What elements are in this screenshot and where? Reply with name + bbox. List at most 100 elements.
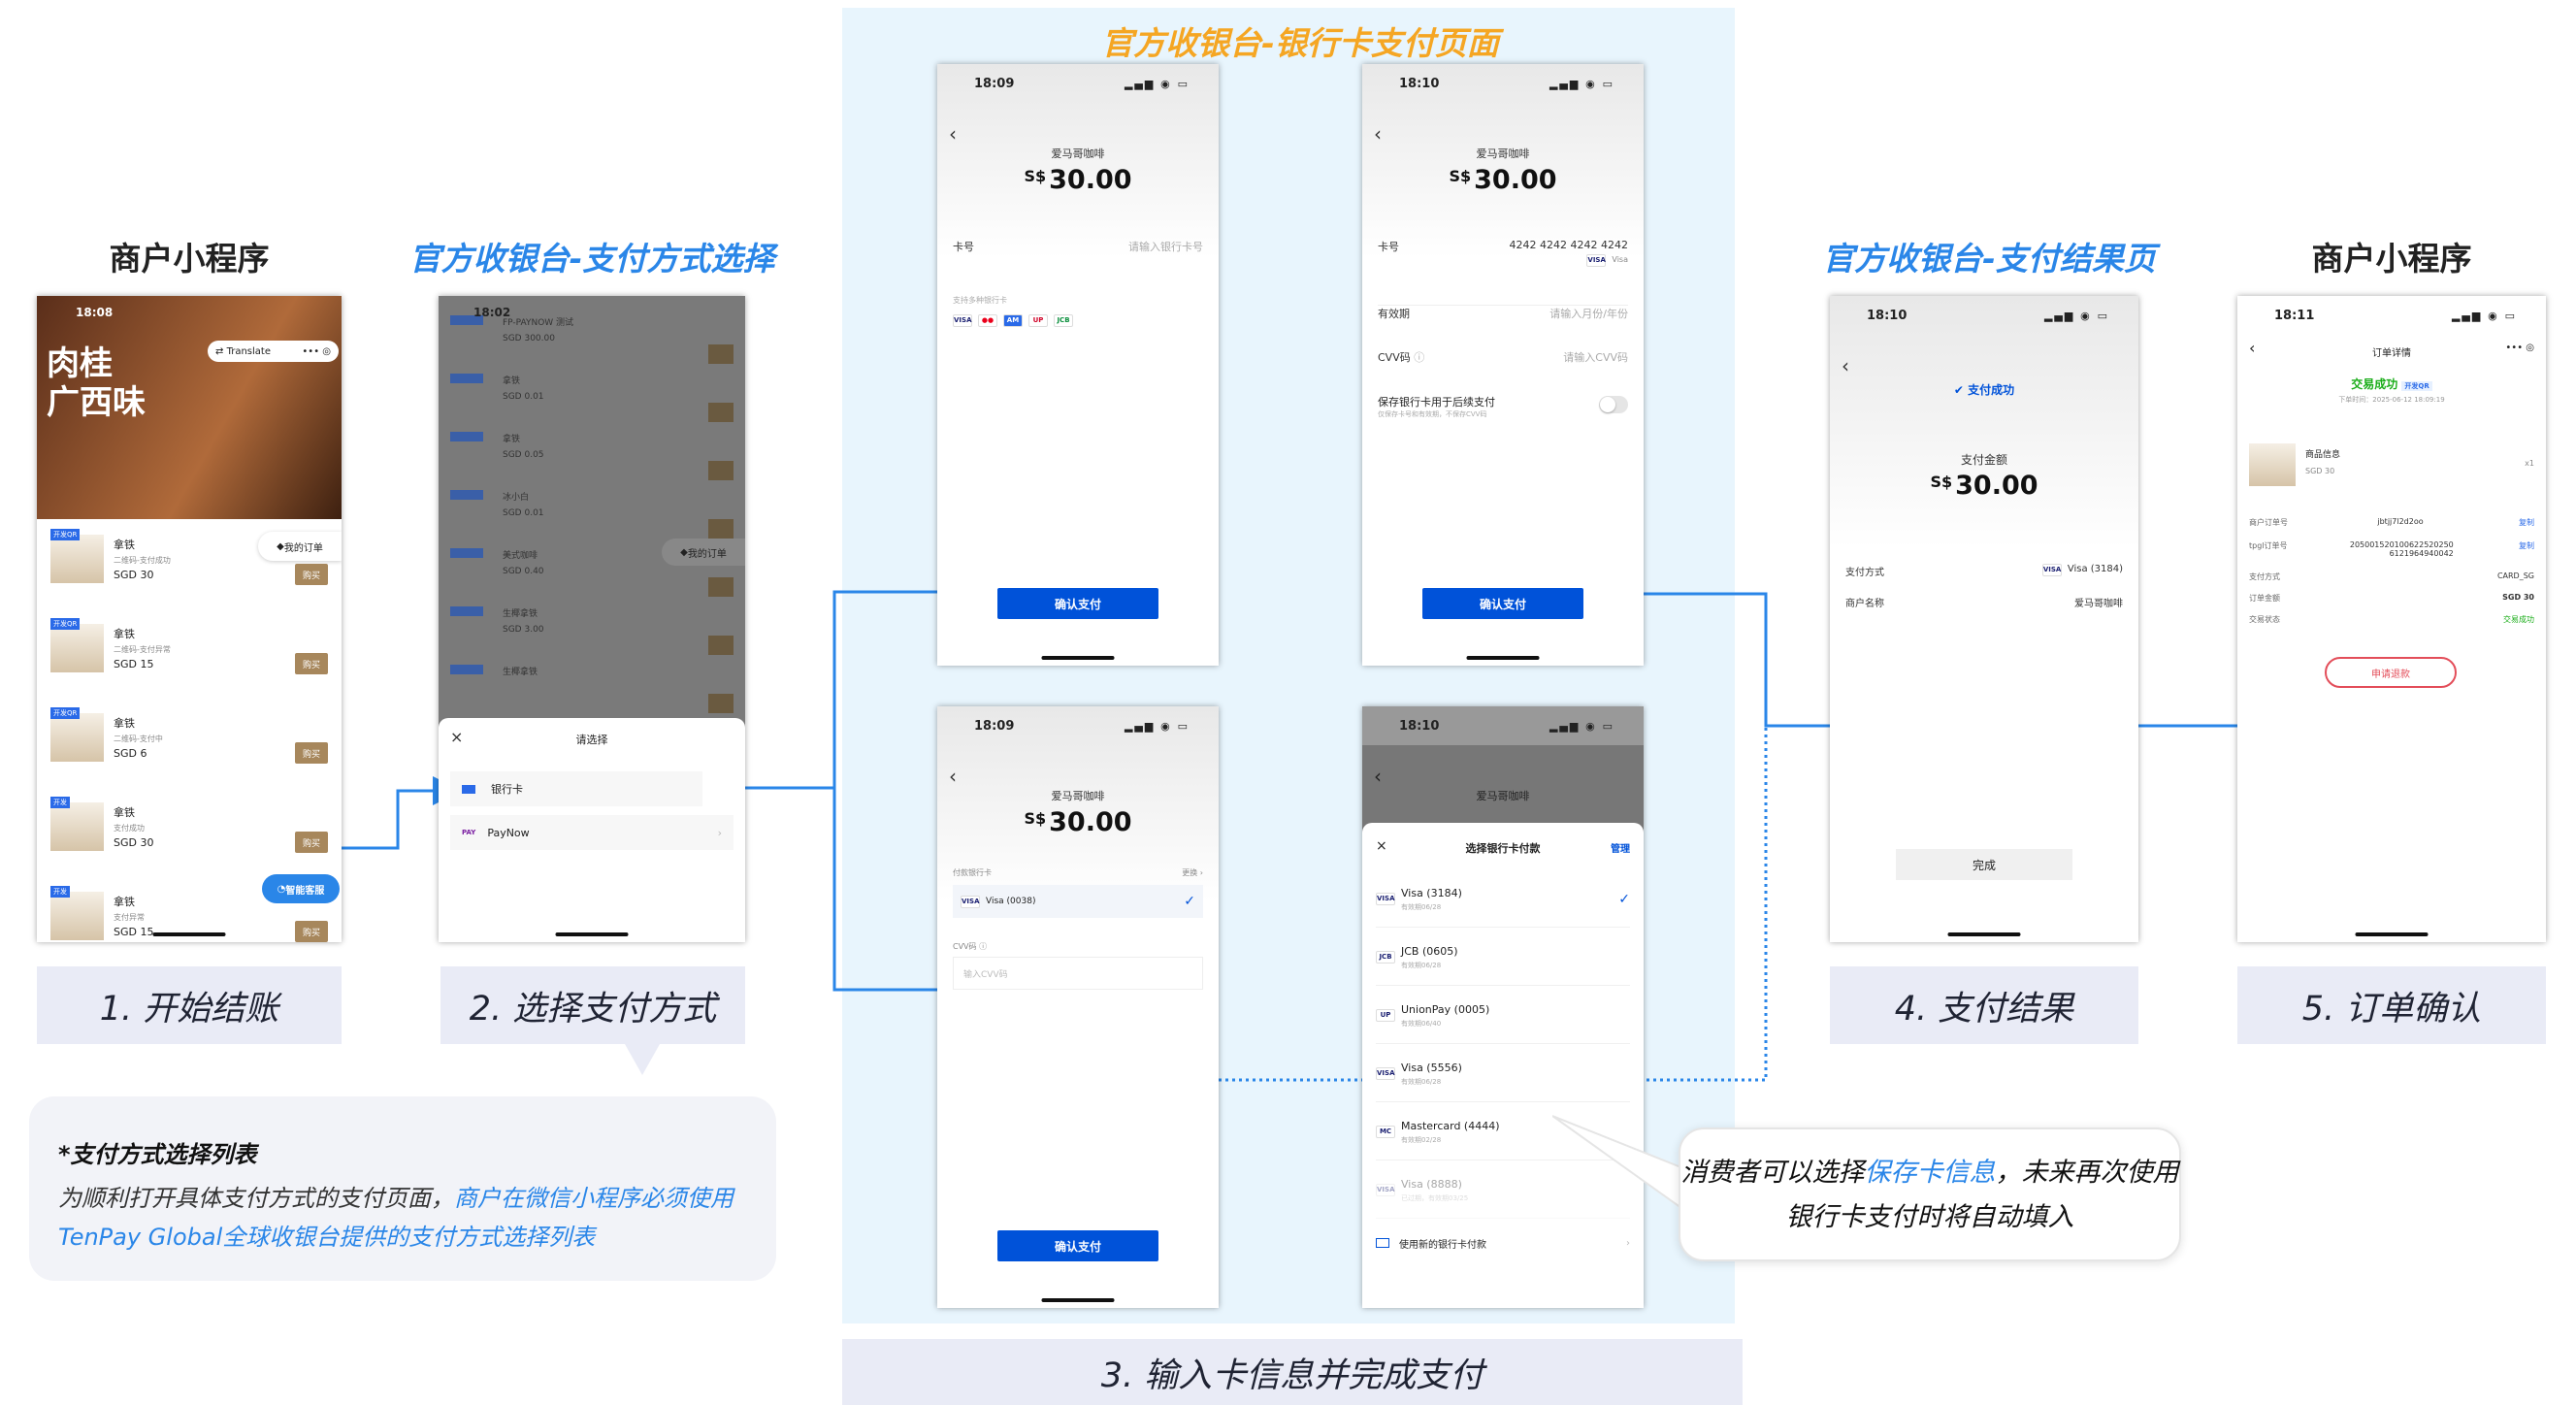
back-icon[interactable]: ‹ xyxy=(1374,765,1382,788)
new-card-row[interactable]: 使用新的银行卡付款› xyxy=(1376,1228,1630,1258)
done-button[interactable]: 完成 xyxy=(1896,849,2072,880)
card-number-row[interactable]: 卡号请输入银行卡号 xyxy=(953,239,1203,254)
card-info: Visa (8888)已过期，有效期03/25 xyxy=(1401,1178,1468,1203)
back-icon[interactable]: ‹ xyxy=(2249,339,2256,357)
confirm-pay-button[interactable]: 确认支付 xyxy=(1422,588,1583,619)
back-icon[interactable]: ‹ xyxy=(1842,354,1849,377)
order-icon: ◆ xyxy=(277,540,284,552)
manage-link[interactable]: 管理 xyxy=(1611,844,1630,855)
note-body-highlight: 商户在微信小程序必须使用TenPay Global全球收银台提供的支付方式选择列… xyxy=(58,1185,734,1251)
buy-button[interactable]: 购买 xyxy=(295,653,328,674)
buy-button[interactable] xyxy=(708,636,734,655)
status-icons: ▂▄▆ ◉ ▭ xyxy=(1549,719,1614,733)
change-card-link[interactable]: 更换 › xyxy=(1182,868,1203,877)
banner-image xyxy=(37,296,342,519)
more-icon[interactable]: ••• ◎ xyxy=(2505,343,2534,353)
product-name: 拿铁 xyxy=(114,896,135,908)
translate-button[interactable]: ⇄ Translate xyxy=(215,345,271,357)
list-item: 生椰拿铁 xyxy=(450,665,734,713)
buy-button[interactable] xyxy=(708,403,734,422)
status-time: 18:02 xyxy=(473,306,511,319)
buy-button[interactable]: 购买 xyxy=(295,921,328,942)
product-name: 拿铁 xyxy=(114,717,135,730)
status-tag: 开发QR xyxy=(2401,381,2432,391)
mini-program-capsule[interactable]: ⇄ Translate ••• ◎ xyxy=(208,341,339,362)
card-info: Visa (5556)有效期06/28 xyxy=(1401,1062,1462,1087)
save-card-callout: 消费者可以选择保存卡信息，未来再次使用银行卡支付时将自动填入 xyxy=(1679,1127,2181,1261)
buy-button[interactable]: 购买 xyxy=(295,832,328,853)
buy-button[interactable] xyxy=(708,694,734,713)
card-name: UnionPay (0005) xyxy=(1401,1002,1490,1016)
pay-amount: S$30.00 xyxy=(1362,165,1644,195)
smart-service-label: 智能客服 xyxy=(285,885,325,897)
banner-text-1: 肉桂 xyxy=(47,344,113,383)
check-circle-icon: ✔ xyxy=(1953,383,1969,397)
buy-button[interactable]: 购买 xyxy=(295,742,328,764)
my-orders-button[interactable]: ◆ 我的订单 xyxy=(662,539,745,566)
cvv-input[interactable]: 输入CVV码 xyxy=(953,957,1203,990)
card-logo-icon: VISA xyxy=(1376,1067,1395,1080)
buy-button[interactable] xyxy=(708,344,734,364)
copy-button[interactable]: 复制 xyxy=(2518,541,2534,550)
my-orders-button[interactable]: ◆ 我的订单 xyxy=(258,532,342,561)
chat-icon: ◔ xyxy=(277,883,286,895)
product-name: 拿铁 xyxy=(114,806,135,819)
smart-service-button[interactable]: ◔ 智能客服 xyxy=(262,874,340,903)
refund-button[interactable]: 申请退款 xyxy=(2325,657,2457,688)
copy-button[interactable]: 复制 xyxy=(2519,518,2534,527)
status-bar: 18:10 ▂▄▆ ◉ ▭ xyxy=(1362,706,1644,745)
close-icon[interactable]: × xyxy=(1376,838,1387,854)
card-logo-icon: VISA xyxy=(1376,893,1395,905)
option-bank-card[interactable]: 银行卡 xyxy=(450,771,702,806)
save-card-label: 保存银行卡用于后续支付 xyxy=(1378,396,1495,408)
status-time: 18:11 xyxy=(2274,308,2315,323)
cvv-placeholder: 请输入CVV码 xyxy=(1563,351,1628,364)
option-bank-card-label: 银行卡 xyxy=(491,783,523,796)
buy-button[interactable] xyxy=(708,519,734,539)
amount-value: 30.00 xyxy=(1049,807,1132,837)
status-time: 18:08 xyxy=(76,306,114,319)
more-icon[interactable]: ••• ◎ xyxy=(302,345,331,357)
status-icons: ▂▄▆ ◉ ▭ xyxy=(2043,309,2109,322)
back-icon[interactable]: ‹ xyxy=(949,122,957,146)
save-card-toggle[interactable] xyxy=(1599,396,1628,413)
amount-value: 30.00 xyxy=(1049,165,1132,195)
buy-button[interactable] xyxy=(708,577,734,597)
confirm-pay-button[interactable]: 确认支付 xyxy=(997,588,1158,619)
confirm-pay-button[interactable]: 确认支付 xyxy=(997,1230,1158,1261)
order-info-value: CARD_SG xyxy=(2496,572,2534,580)
saved-card-item[interactable]: VISA Visa (5556)有效期06/28 xyxy=(1376,1046,1630,1102)
heading-result-page: 官方收银台-支付结果页 xyxy=(1822,240,2156,278)
status-time: 18:10 xyxy=(1399,718,1440,734)
order-info-label: 商户订单号 xyxy=(2249,518,2288,527)
product-thumbnail: 开发 xyxy=(50,886,104,940)
buy-button[interactable]: 购买 xyxy=(295,564,328,585)
close-icon[interactable]: × xyxy=(450,728,464,746)
order-status: 交易成功 xyxy=(2351,377,2398,391)
card-info: Visa (3184)有效期06/28 xyxy=(1401,887,1462,912)
product-info: 生椰拿铁 xyxy=(503,665,538,713)
info-icon[interactable]: ⓘ xyxy=(1414,351,1425,364)
back-icon[interactable]: ‹ xyxy=(949,765,957,788)
amount-label: 支付金额 xyxy=(1960,453,2007,467)
product-tag xyxy=(450,665,483,674)
expiry-row[interactable]: 有效期请输入月份/年份 xyxy=(1378,305,1628,321)
buy-button[interactable] xyxy=(708,461,734,480)
back-icon[interactable]: ‹ xyxy=(1374,122,1382,146)
